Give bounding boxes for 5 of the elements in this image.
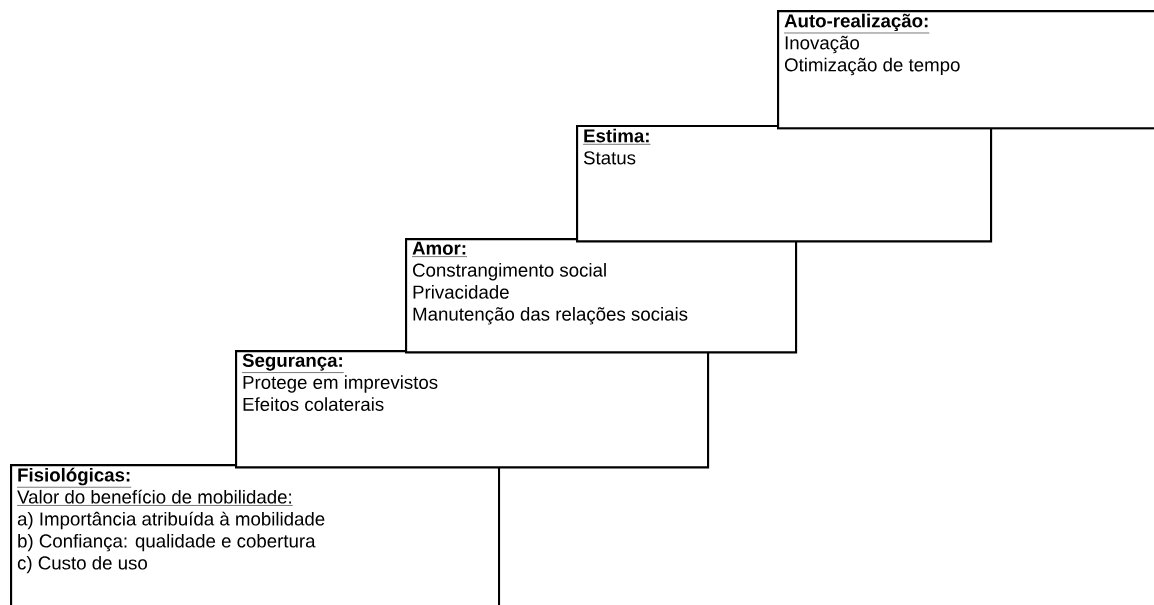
level-box: Amor: Constrangimento social Privacidade Manutenção das relações sociais: [405, 238, 798, 354]
level-box: Fisiológicas: Valor do benefício de mobilidade: a) Importância atribuída à mobilidade b) Confiança: qualidade e cobertura c) Custo de uso: [10, 464, 501, 605]
level-box: Auto-realização: Inovação Otimização de tempo: [777, 10, 1154, 130]
level-box: Estima: Status: [576, 125, 993, 243]
level-box: Segurança: Protege em imprevistos Efeitos colaterais: [235, 350, 710, 469]
